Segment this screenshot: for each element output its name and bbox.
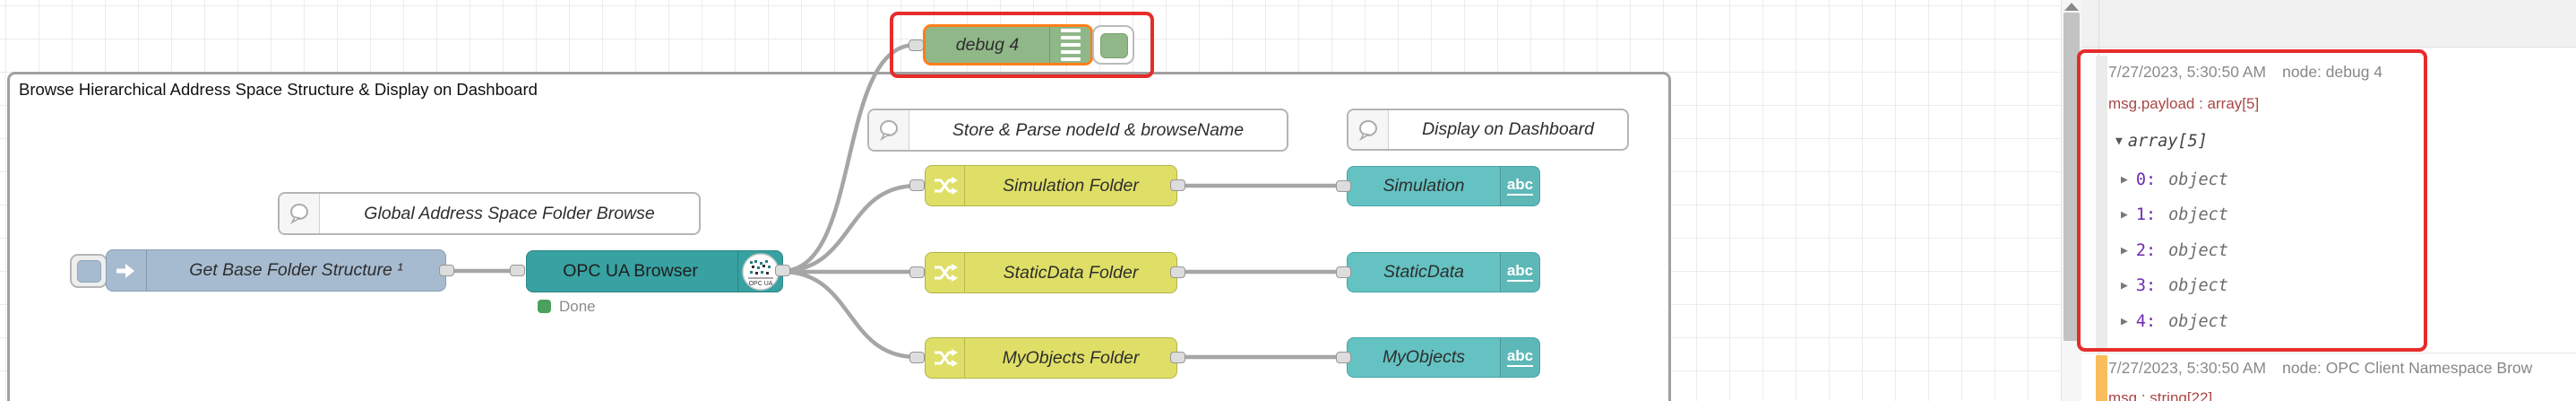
switch-node-simulation[interactable]: Simulation Folder (925, 165, 1177, 206)
debug-tree-item[interactable]: ▶4:object (2121, 312, 2228, 331)
inject-trigger-button-inner (77, 260, 101, 283)
switch-shuffle-icon (926, 166, 965, 205)
debug-message-source: node: debug 4 (2282, 63, 2383, 81)
abc-text-icon: abc (1500, 167, 1539, 205)
debug-tree-item[interactable]: ▶0:object (2121, 170, 2228, 189)
sidebar-header-strip (2081, 0, 2576, 48)
opcua-logo-icon: OPC UA (737, 251, 782, 292)
ui-text-input-port[interactable] (1336, 352, 1351, 363)
opcua-browser-input-port[interactable] (510, 265, 525, 276)
switch-input-port[interactable] (909, 352, 925, 363)
comment-label: Store & Parse nodeId & browseName (952, 119, 1245, 140)
switch-output-port[interactable] (1170, 352, 1185, 363)
inject-arrow-icon (107, 250, 147, 291)
switch-node-myobjects[interactable]: MyObjects Folder (925, 337, 1177, 379)
comment-node-store-parse[interactable]: Store & Parse nodeId & browseName (867, 109, 1288, 152)
node-status-dot (538, 300, 551, 313)
opcua-browser-label: OPC UA Browser (563, 261, 698, 281)
debug-input-port[interactable] (909, 39, 924, 51)
vertical-scrollbar[interactable] (2061, 0, 2081, 401)
comment-label: Display on Dashboard (1422, 119, 1594, 139)
expand-triangle-icon[interactable]: ▶ (2121, 173, 2128, 187)
ui-text-node-myobjects[interactable]: MyObjects abc (1347, 337, 1540, 378)
node-status-text: Done (559, 298, 596, 315)
svg-text:OPC UA: OPC UA (748, 281, 772, 287)
ui-text-node-simulation[interactable]: Simulation abc (1347, 166, 1540, 206)
debug-message-meta: 7/27/2023, 5:30:50 AM node: debug 4 (2108, 63, 2382, 82)
debug-node-label: debug 4 (955, 34, 1020, 55)
switch-output-port[interactable] (1170, 179, 1185, 191)
switch-node-label: MyObjects Folder (1002, 347, 1140, 368)
inject-trigger-button[interactable] (70, 254, 108, 288)
comment-bubble-icon (869, 110, 909, 150)
scrollbar-up-arrow-icon[interactable] (2064, 3, 2079, 11)
ui-text-input-port[interactable] (1336, 266, 1351, 278)
expand-triangle-icon[interactable]: ▶ (2121, 208, 2128, 222)
switch-node-label: Simulation Folder (1003, 175, 1139, 196)
switch-output-port[interactable] (1170, 266, 1185, 278)
debug-console-icon (1049, 27, 1090, 63)
debug-message-timestamp: 7/27/2023, 5:30:50 AM (2108, 63, 2267, 81)
debug-message-gutter (2096, 56, 2107, 350)
ui-text-label: MyObjects (1382, 347, 1466, 367)
abc-text-icon: abc (1500, 338, 1539, 377)
ui-text-input-port[interactable] (1336, 180, 1351, 192)
debug-tree-item[interactable]: ▶1:object (2121, 205, 2228, 224)
switch-shuffle-icon (926, 253, 965, 292)
ui-text-label: Simulation (1383, 176, 1465, 196)
ui-text-node-staticdata[interactable]: StaticData abc (1347, 252, 1540, 292)
switch-input-port[interactable] (909, 179, 925, 191)
debug-sidebar: 7/27/2023, 5:30:50 AM node: debug 4 msg.p… (2081, 0, 2576, 401)
opcua-browser-node[interactable]: OPC UA Browser OPC UA (526, 250, 783, 292)
comment-node-display-dashboard[interactable]: Display on Dashboard (1347, 109, 1629, 151)
switch-node-label: StaticData Folder (1003, 262, 1139, 283)
debug-message-property: msg : string[22] (2108, 389, 2213, 401)
debug-message-property: msg.payload : array[5] (2108, 95, 2260, 112)
inject-output-port[interactable] (439, 265, 454, 276)
debug-message-gutter-highlight (2096, 355, 2107, 401)
comment-bubble-icon (1348, 110, 1389, 149)
comment-label: Global Address Space Folder Browse (364, 203, 655, 223)
switch-node-staticdata[interactable]: StaticData Folder (925, 252, 1177, 293)
debug-toggle-button-inner (1100, 33, 1128, 58)
switch-shuffle-icon (926, 338, 965, 378)
debug-message-timestamp: 7/27/2023, 5:30:50 AM (2108, 359, 2267, 377)
debug-tree-root-row[interactable]: ▼array[5] (2115, 132, 2208, 151)
abc-text-icon: abc (1500, 253, 1539, 292)
switch-input-port[interactable] (909, 266, 925, 278)
debug-tree-item[interactable]: ▶2:object (2121, 241, 2228, 260)
expand-triangle-icon[interactable]: ▶ (2121, 315, 2128, 328)
debug-node[interactable]: debug 4 (923, 24, 1093, 65)
scrollbar-thumb[interactable] (2063, 13, 2080, 341)
ui-text-label: StaticData (1383, 262, 1464, 282)
debug-message-source: node: OPC Client Namespace Brow (2282, 359, 2533, 377)
debug-toggle-button[interactable] (1092, 25, 1134, 65)
opcua-browser-output-port[interactable] (775, 265, 790, 276)
debug-tree-item[interactable]: ▶3:object (2121, 276, 2228, 295)
expand-triangle-icon[interactable]: ▶ (2121, 244, 2128, 257)
inject-node-label: Get Base Folder Structure ¹ (189, 260, 403, 280)
comment-bubble-icon (280, 194, 320, 233)
comment-node-global-browse[interactable]: Global Address Space Folder Browse (278, 192, 701, 235)
collapse-triangle-icon[interactable]: ▼ (2115, 135, 2123, 148)
group-title: Browse Hierarchical Address Space Struct… (19, 80, 538, 99)
flow-canvas[interactable]: Browse Hierarchical Address Space Struct… (0, 0, 2061, 401)
inject-node[interactable]: Get Base Folder Structure ¹ (106, 249, 446, 292)
expand-triangle-icon[interactable]: ▶ (2121, 279, 2128, 292)
debug-message-meta: 7/27/2023, 5:30:50 AM node: OPC Client Na… (2108, 359, 2532, 378)
